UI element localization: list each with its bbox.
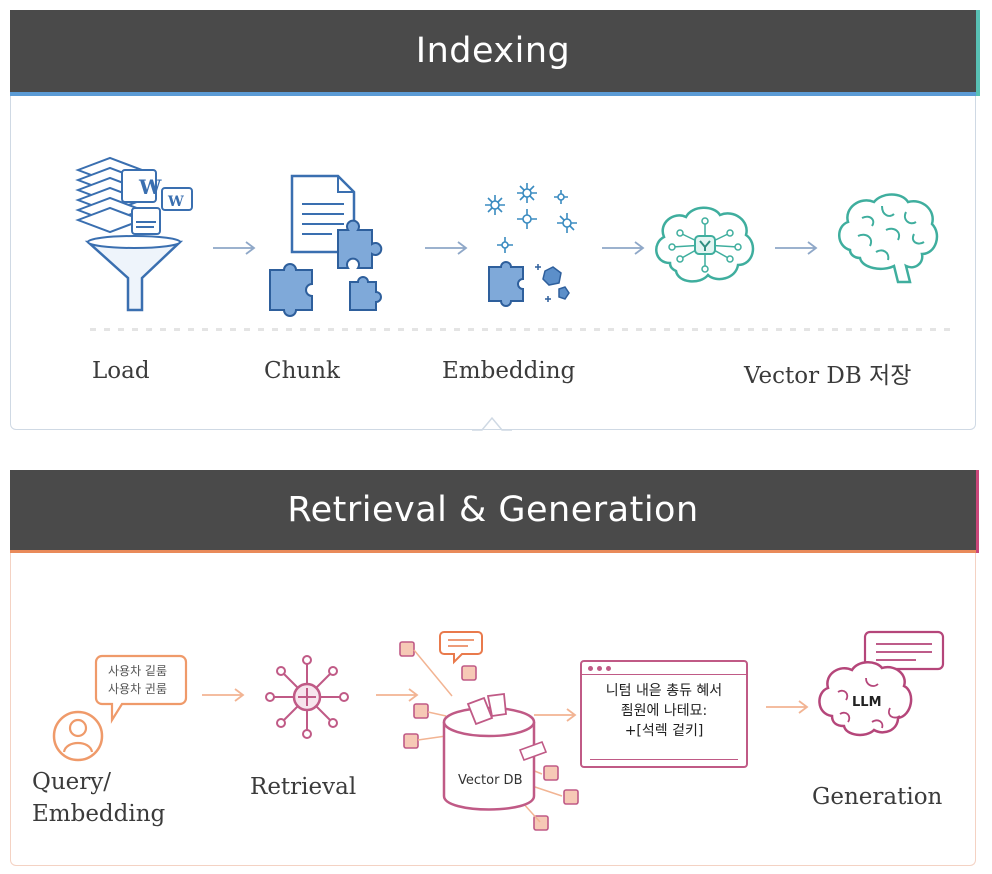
vector-db-icon: Vector DB <box>399 631 579 831</box>
query-bubble-line-2: 사용차 귄룸 <box>108 682 167 696</box>
step-label-generation: Generation <box>812 784 943 810</box>
brain-icon <box>838 193 939 284</box>
indexing-arrow-4 <box>775 241 818 255</box>
llm-label: LLM <box>852 695 882 710</box>
step-label-retrieval: Retrieval <box>250 774 357 800</box>
llm-brain-icon: LLM <box>818 630 945 737</box>
retrieval-arrow-2 <box>376 688 419 702</box>
step-label-embedding: Embedding <box>442 358 576 384</box>
step-label-vector-db-store: Vector DB 저장 <box>744 363 912 389</box>
vector-db-label: Vector DB <box>458 773 523 788</box>
window-dot-icon <box>606 665 611 671</box>
step-label-query-embedding: Query/ Embedding <box>32 769 166 827</box>
indexing-body <box>10 96 976 430</box>
user-query-icon: 사용차 깉룸 사용차 귄룸 <box>52 654 188 762</box>
doc-badge-w-small: W <box>167 194 184 210</box>
indexing-arrow-1 <box>213 241 256 255</box>
window-dot-icon <box>597 665 602 671</box>
network-hub-icon <box>265 655 349 739</box>
step-label-load: Load <box>92 358 150 384</box>
retrieval-generation-panel: Retrieval & Generation 사용차 깉룸 사용차 귄룸 <box>10 470 976 866</box>
query-bubble-line-1: 사용차 깉룸 <box>108 664 167 678</box>
retrieval-arrow-4 <box>766 700 809 714</box>
retrieval-arrow-3 <box>534 708 577 722</box>
prompt-line-1: 니텀 내읃 총듀 혜서 <box>605 683 723 699</box>
doc-badge-w: W <box>138 175 162 199</box>
indexing-title: Indexing <box>415 31 571 71</box>
document-funnel-icon: W W <box>75 156 193 312</box>
retrieval-header: Retrieval & Generation <box>10 470 976 553</box>
prompt-line-2: 죔원에 나테묘: <box>620 703 708 719</box>
retrieval-arrow-1 <box>202 688 245 702</box>
step-label-chunk: Chunk <box>264 358 340 384</box>
prompt-window-titlebar <box>582 662 746 675</box>
scattered-vector-nodes-icon <box>485 183 577 307</box>
panel-connector-icon <box>472 416 512 431</box>
window-dot-icon <box>588 665 593 671</box>
retrieval-title: Retrieval & Generation <box>287 490 699 530</box>
indexing-arrow-2 <box>425 241 468 255</box>
prompt-window: 니텀 내읃 총듀 혜서 죔원에 나테묘: +[석렉 겉키] <box>580 660 748 768</box>
indexing-header: Indexing <box>10 10 976 96</box>
prompt-line-3: +[석렉 겉키] <box>624 723 704 739</box>
prompt-window-rule <box>590 758 738 760</box>
retrieval-body <box>10 553 976 866</box>
indexing-arrow-3 <box>602 241 645 255</box>
document-puzzle-icon <box>269 174 383 317</box>
faint-caption-strip <box>90 328 950 331</box>
indexing-panel: Indexing W W <box>10 10 976 431</box>
network-brain-icon <box>655 206 755 283</box>
